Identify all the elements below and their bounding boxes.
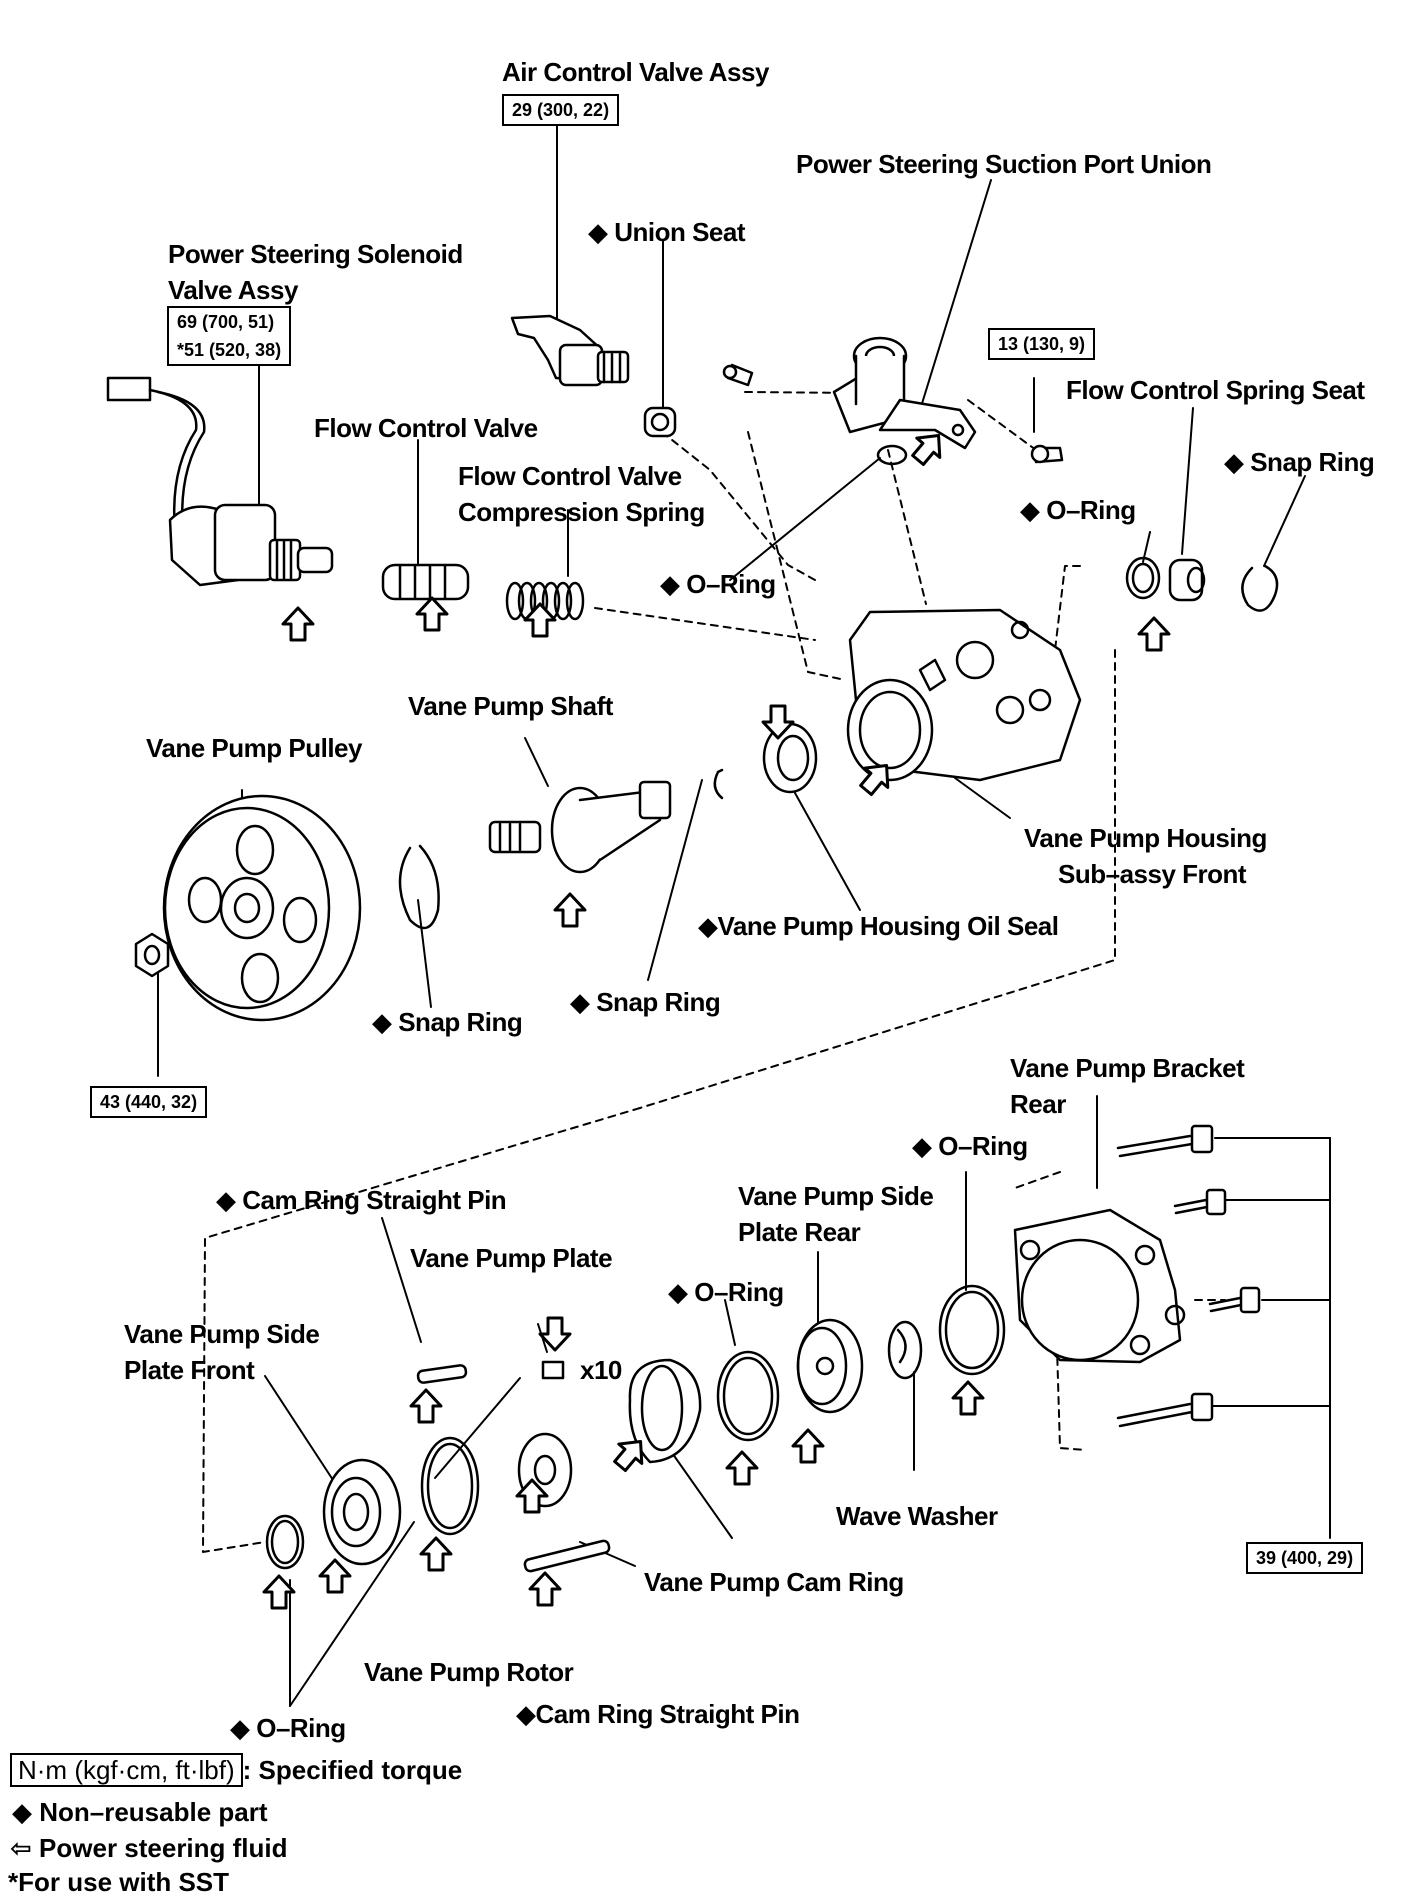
- side-plate-rear: [796, 1318, 864, 1414]
- label-fcv-spring-line1: Flow Control Valve: [458, 461, 682, 491]
- label-housing-line1: Vane Pump Housing: [1024, 823, 1267, 853]
- pulley-nut: [134, 932, 170, 978]
- label-o-ring-bottom: ◆ O–Ring: [230, 1713, 346, 1743]
- legend-non-reusable: ◆ Non–reusable part: [12, 1797, 268, 1827]
- pulley: [162, 794, 362, 1022]
- label-cam-ring: Vane Pump Cam Ring: [644, 1567, 904, 1597]
- wave-washer: [887, 1320, 923, 1380]
- label-bracket-line2: Rear: [1010, 1089, 1066, 1119]
- label-wave-washer: Wave Washer: [836, 1501, 998, 1531]
- flow-control-valve: [381, 563, 470, 601]
- label-side-plate-rear-line1: Vane Pump Side: [738, 1181, 934, 1211]
- legend-torque: N·m (kgf·cm, ft·lbf): Specified torque: [10, 1752, 462, 1788]
- torque-solenoid-1: 69 (700, 51): [177, 312, 275, 332]
- label-cam-ring-pin-bottom: ◆Cam Ring Straight Pin: [516, 1699, 800, 1729]
- label-o-ring-bracket: ◆ O–Ring: [912, 1131, 1028, 1161]
- label-suction-port-union: Power Steering Suction Port Union: [796, 149, 1212, 179]
- label-flow-control-valve: Flow Control Valve: [314, 413, 538, 443]
- torque-pulley-nut: 43 (440, 32): [90, 1086, 208, 1118]
- label-bracket-line1: Vane Pump Bracket: [1010, 1053, 1245, 1083]
- o-ring-bracket: [938, 1284, 1006, 1376]
- label-snap-ring-top: ◆ Snap Ring: [1224, 447, 1375, 477]
- side-plate-front: [322, 1458, 402, 1566]
- suction-port-union: [722, 336, 1064, 466]
- cam-pin-top: [416, 1364, 468, 1384]
- label-flow-control-spring-seat: Flow Control Spring Seat: [1066, 375, 1365, 405]
- air-control-valve: [510, 314, 630, 387]
- label-side-plate-front-line2: Plate Front: [124, 1355, 255, 1385]
- label-vane-pump-pulley: Vane Pump Pulley: [146, 733, 362, 763]
- label-o-ring-center: ◆ O–Ring: [660, 569, 776, 599]
- oil-seal: [762, 722, 818, 794]
- label-vane-pump-shaft: Vane Pump Shaft: [408, 691, 613, 721]
- label-snap-ring-shaft: ◆ Snap Ring: [570, 987, 721, 1017]
- torque-solenoid-2: *51 (520, 38): [177, 340, 282, 360]
- label-vane-pump-plate: Vane Pump Plate: [410, 1243, 613, 1273]
- label-rotor: Vane Pump Rotor: [364, 1657, 574, 1687]
- snap-ring-right: [1241, 564, 1279, 612]
- vane-plate: [541, 1360, 565, 1380]
- label-union-seat: ◆ Union Seat: [588, 217, 746, 247]
- cam-pin-bottom: [523, 1539, 611, 1573]
- torque-solenoid: 69 (700, 51) *51 (520, 38): [167, 306, 292, 366]
- solenoid-valve: [106, 376, 334, 587]
- o-ring-mid: [420, 1436, 480, 1536]
- label-side-plate-rear-line2: Plate Rear: [738, 1217, 861, 1247]
- legend-fluid-text: Power steering fluid: [39, 1833, 288, 1863]
- snap-ring-shaft: [713, 768, 724, 800]
- label-cam-ring-pin-top: ◆ Cam Ring Straight Pin: [216, 1185, 507, 1215]
- o-ring-right: [1125, 556, 1161, 600]
- pump-housing: [846, 608, 1082, 782]
- label-solenoid-line1: Power Steering Solenoid: [168, 239, 463, 269]
- o-ring-side-rear: [716, 1350, 780, 1442]
- label-o-ring-side-rear: ◆ O–Ring: [668, 1277, 784, 1307]
- torque-air-control-valve: 29 (300, 22): [502, 94, 620, 126]
- vane-pump-shaft: [488, 780, 672, 874]
- label-housing-line2: Sub–assy Front: [1058, 859, 1247, 889]
- label-solenoid-line2: Valve Assy: [168, 275, 298, 305]
- legend-torque-text: : Specified torque: [242, 1755, 463, 1785]
- fluid-arrow-icon: ⇦: [10, 1833, 32, 1863]
- label-plate-qty: x10: [580, 1355, 622, 1385]
- label-housing-oil-seal: ◆Vane Pump Housing Oil Seal: [698, 911, 1059, 941]
- label-snap-ring-pulley: ◆ Snap Ring: [372, 1007, 523, 1037]
- legend-fluid: ⇦ Power steering fluid: [10, 1830, 288, 1866]
- o-ring-small: [265, 1514, 305, 1570]
- legend-torque-box: N·m (kgf·cm, ft·lbf): [10, 1753, 243, 1787]
- label-air-control-valve: Air Control Valve Assy: [502, 57, 769, 87]
- snap-ring-pulley: [398, 844, 440, 930]
- label-fcv-spring-line2: Compression Spring: [458, 497, 705, 527]
- bracket-bolts: [1116, 1124, 1261, 1428]
- legend-sst: *For use with SST: [8, 1867, 230, 1897]
- torque-union-bolt: 13 (130, 9): [988, 328, 1096, 360]
- label-side-plate-front-line1: Vane Pump Side: [124, 1319, 320, 1349]
- dashed-lines: [202, 391, 1226, 1553]
- spring-seat: [1168, 558, 1206, 602]
- union-seat: [643, 406, 677, 438]
- label-o-ring-top-right: ◆ O–Ring: [1020, 495, 1136, 525]
- rear-bracket: [1013, 1208, 1186, 1364]
- torque-bracket-bolts: 39 (400, 29): [1246, 1542, 1364, 1574]
